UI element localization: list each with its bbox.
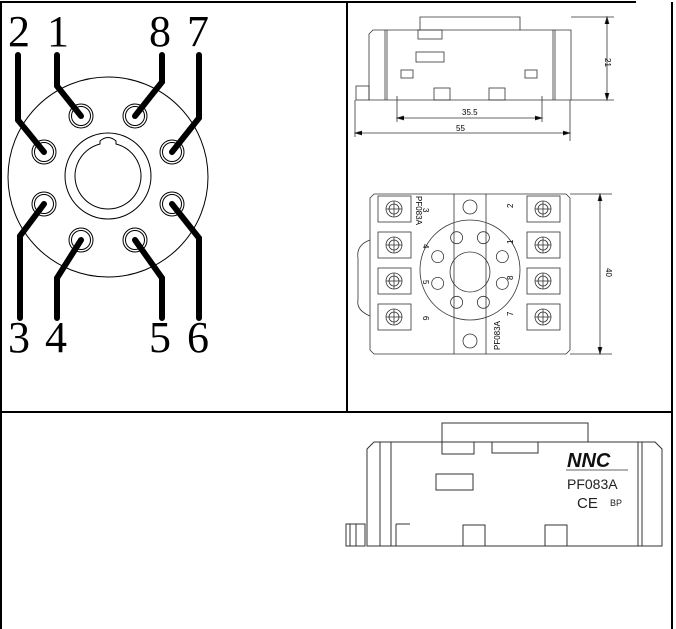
socket-hole [431,250,445,264]
screw-terminal [526,195,561,223]
ce-mark: CE [577,495,598,512]
socket-hole [495,276,509,290]
pin-label: 3 [8,313,30,362]
screw-terminal [526,267,561,295]
terminal-label: 7 [506,311,515,316]
dimension-height: 21 [603,58,612,67]
top-view-drawing [357,192,612,356]
product-model: PF083A [567,476,618,492]
socket-hole [450,231,464,245]
pin-lead-5 [132,237,165,321]
center-key-outer [64,132,152,220]
socket-hole [476,295,490,309]
product-side-view [345,422,663,547]
terminal-label: 2 [506,203,515,208]
model-label-bottom: PF083A [493,320,502,350]
pin-lead-6 [169,201,202,321]
pin-label: 5 [149,313,171,362]
pin-label: 2 [8,7,30,56]
pin-label: 8 [149,7,171,56]
screw-terminal [377,303,412,331]
terminal-label: 8 [506,275,515,280]
center-key-notch [74,137,142,210]
dimension-pin-span: 35.5 [462,108,478,117]
pin-lead-3 [17,201,47,321]
side-view-drawing [353,15,614,141]
socket-hole [450,295,464,309]
terminal-label: 4 [421,244,430,249]
dimension-depth: 40 [604,268,613,277]
model-label-top: PF083A [414,196,423,226]
pin-lead-7 [169,52,202,155]
terminal-label: 6 [421,316,430,321]
pin-label: 4 [45,313,67,362]
screw-terminal [526,231,561,259]
pin-lead-2 [15,52,47,155]
screw-terminal [377,231,412,259]
terminal-label: 3 [421,208,430,213]
pin-label: 6 [187,313,209,362]
screw-terminal [526,303,561,331]
socket-hole [476,231,490,245]
pin-label: 1 [47,7,69,56]
socket-hole [431,276,445,290]
dimension-width: 55 [456,124,465,133]
terminal-label: 5 [421,280,430,285]
pin-lead-1 [54,52,84,119]
pin-label: 7 [187,7,209,56]
brand-logo: NNC [567,450,611,472]
screw-terminal [377,195,412,223]
screw-terminal [377,267,412,295]
socket-hole [495,250,509,264]
pin-lead-4 [54,237,84,321]
pin-lead-8 [132,52,165,119]
cert-extra: BP [610,498,622,508]
terminal-label: 1 [506,239,515,244]
